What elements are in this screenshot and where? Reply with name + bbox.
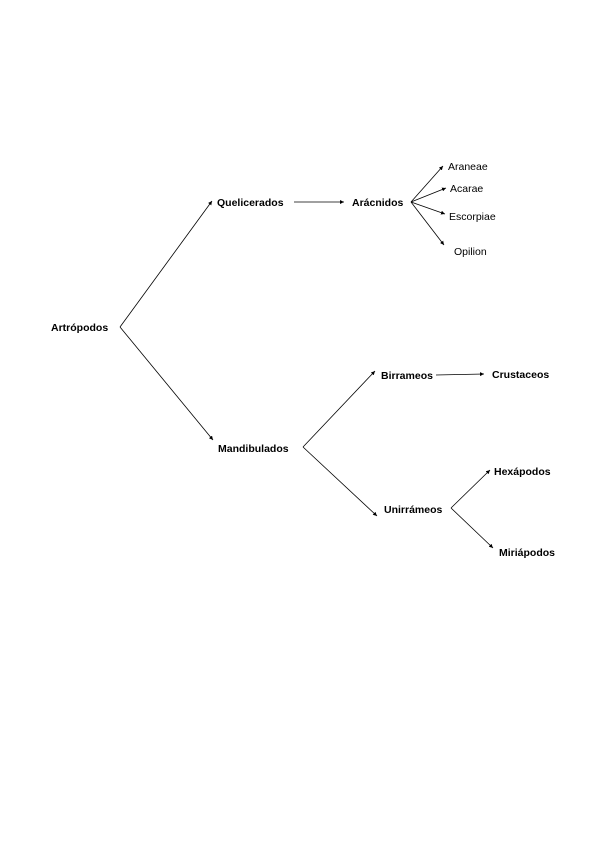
- node-crustaceos: Crustaceos: [492, 369, 549, 381]
- edge-aracnidos-to-araneae: [410, 165, 444, 203]
- node-aracnidos: Arácnidos: [352, 197, 404, 209]
- node-acarae: Acarae: [450, 183, 483, 195]
- node-unirrameos: Unirrámeos: [384, 504, 443, 516]
- edge-aracnidos-to-acarae: [410, 187, 447, 203]
- edge-artropodos-to-quelicerados: [119, 200, 213, 328]
- edge-mandibulados-to-birrameos: [302, 370, 376, 448]
- node-quelicerados: Quelicerados: [217, 197, 284, 209]
- edge-unirrameos-to-miriapodos: [450, 507, 494, 549]
- node-mandibulados: Mandibulados: [218, 443, 289, 455]
- labels: Artrópodos Quelicerados Arácnidos Aranea…: [51, 161, 555, 559]
- node-hexapodos: Hexápodos: [494, 466, 551, 478]
- edge-artropodos-to-mandibulados: [119, 326, 214, 441]
- edge-aracnidos-to-opilion: [410, 201, 445, 246]
- edges: [119, 165, 494, 549]
- edge-birrameos-to-crustaceos: [435, 372, 485, 377]
- node-escorpiae: Escorpiae: [449, 211, 496, 223]
- node-birrameos: Birrameos: [381, 370, 433, 382]
- edge-mandibulados-to-unirrameos: [302, 446, 378, 517]
- node-artropodos: Artrópodos: [51, 322, 108, 334]
- node-opilion: Opilion: [454, 246, 487, 258]
- edge-unirrameos-to-hexapodos: [450, 469, 491, 509]
- edge-aracnidos-to-escorpiae: [410, 201, 446, 215]
- node-miriapodos: Miriápodos: [499, 547, 555, 559]
- node-araneae: Araneae: [448, 161, 488, 173]
